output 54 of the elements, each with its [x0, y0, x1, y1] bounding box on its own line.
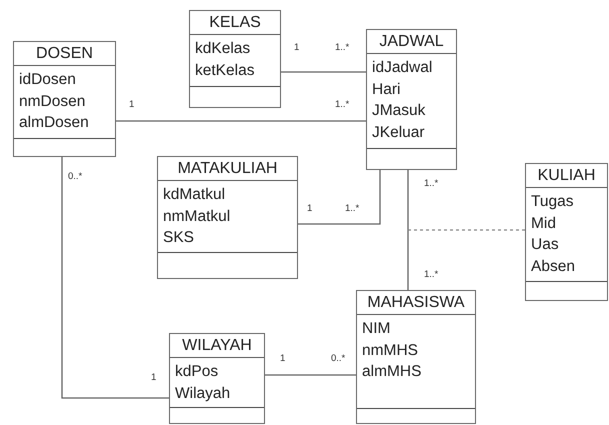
multiplicity-label: 0..*: [68, 171, 82, 182]
attribute-text: idDosen: [19, 70, 77, 90]
multiplicity-label: 1: [129, 99, 134, 110]
association-line: [407, 170, 409, 290]
attribute-text: Absen: [531, 256, 576, 276]
attribute-text: SKS: [163, 228, 196, 248]
attribute-text: nmMHS: [362, 340, 419, 360]
class-name: KELAS: [209, 14, 261, 31]
class-name: DOSEN: [36, 45, 93, 62]
multiplicity-label: 1..*: [345, 203, 360, 214]
multiplicity-label: 1..*: [424, 178, 438, 189]
class-box: [366, 29, 457, 170]
attribute-text: nmMatkul: [163, 206, 232, 226]
attribute-text: idJadwal: [372, 58, 434, 78]
multiplicity-label: 1: [151, 372, 156, 383]
attribute-text: kdPos: [175, 362, 220, 382]
attribute-text: almDosen: [19, 113, 90, 133]
class-box: [525, 163, 608, 301]
multiplicity-label: 1: [307, 203, 312, 214]
attribute-text: kdMatkul: [163, 185, 226, 205]
association-line: [298, 170, 381, 225]
multiplicity-label: 1..*: [335, 42, 350, 53]
attribute-text: ketKelas: [195, 60, 256, 80]
multiplicity-label: 1: [294, 42, 300, 53]
association-line: [265, 374, 356, 376]
attribute-text: kdKelas: [195, 39, 252, 59]
multiplicity-label: 1..*: [335, 99, 350, 110]
dashed-association-line: [408, 229, 525, 231]
attribute-text: Wilayah: [175, 384, 232, 404]
multiplicity-label: 1: [280, 353, 286, 364]
class-box: [169, 333, 265, 424]
class-box: [13, 41, 116, 157]
association-line: [281, 71, 366, 73]
attribute-text: almMHS: [362, 362, 422, 382]
class-name: MAHASISWA: [367, 294, 465, 311]
attribute-text: Hari: [372, 80, 402, 100]
attribute-text: Mid: [531, 214, 557, 234]
class-box: [356, 290, 476, 424]
attribute-text: nmDosen: [19, 92, 86, 112]
attribute-text: Tugas: [531, 192, 575, 212]
attribute-text: JMasuk: [372, 101, 426, 121]
multiplicity-label: 1..*: [424, 269, 438, 280]
class-name: KULIAH: [538, 167, 596, 184]
attribute-text: JKeluar: [372, 122, 426, 142]
multiplicity-label: 0..*: [331, 353, 346, 364]
association-line: [61, 157, 169, 399]
attribute-text: NIM: [362, 319, 392, 339]
class-box: [157, 156, 298, 279]
class-name: JADWAL: [379, 33, 444, 50]
association-line: [116, 120, 366, 122]
class-box: [189, 10, 281, 108]
class-name: MATAKULIAH: [178, 160, 278, 177]
attribute-text: Uas: [531, 235, 560, 255]
class-name: WILAYAH: [182, 337, 252, 354]
